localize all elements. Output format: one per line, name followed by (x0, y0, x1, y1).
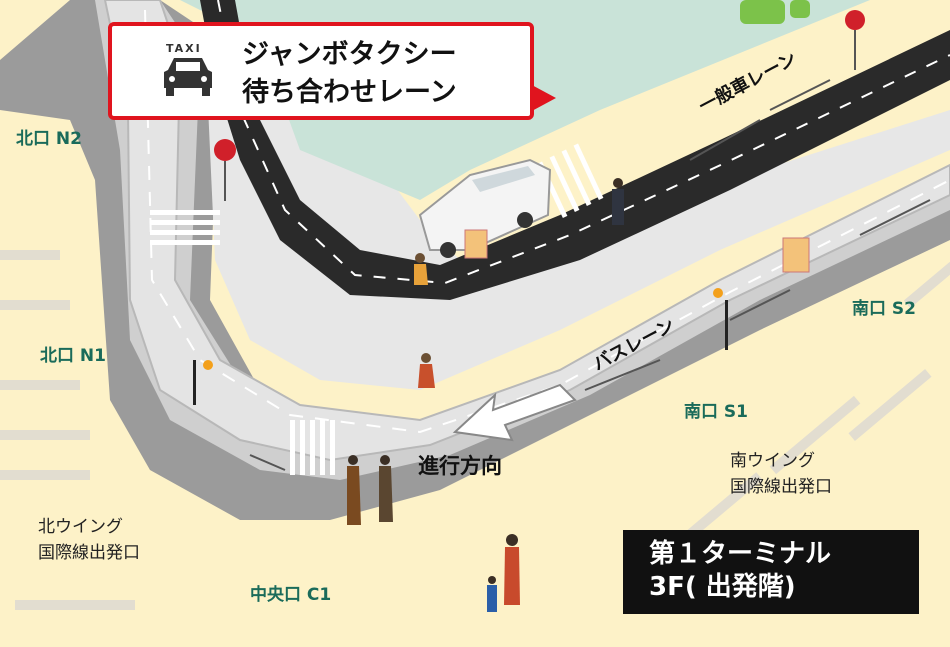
callout-title-line1: ジャンボタクシー (242, 39, 457, 70)
general-road-dashes (217, 0, 950, 285)
callout-pointer (530, 84, 556, 112)
terminal-floor: 3F( 出発階) (649, 572, 796, 602)
north-wing-label: 北ウイング 国際線出発口 (38, 514, 140, 566)
general-road (200, 0, 950, 300)
taxi-lane-callout: TAXI ジャンボタクシー 待ち合わせレーン (108, 22, 534, 120)
terminal-floor-box: 第１ターミナル 3F( 出発階) (623, 530, 919, 614)
south-wing-line1: 南ウイング (730, 451, 815, 471)
building-stripes (0, 250, 950, 610)
exit-label-s2: 南口 S2 (852, 299, 916, 319)
fences (249, 79, 931, 471)
callout-title-line2: 待ち合わせレーン (242, 77, 457, 108)
direction-label: 進行方向 (418, 454, 502, 478)
trees (740, 0, 810, 24)
south-wing-line2: 国際線出発口 (730, 477, 832, 497)
plaza (205, 40, 950, 390)
north-wing-line2: 国際線出発口 (38, 543, 140, 563)
exit-label-s1: 南口 S1 (684, 402, 748, 422)
terminal-name: 第１ターミナル (649, 539, 832, 569)
bus-stop-boards (464, 229, 810, 273)
exit-label-c1: 中央口 C1 (250, 585, 332, 605)
exit-label-n2: 北口 N2 (16, 129, 82, 149)
crosswalk-north (150, 210, 220, 245)
crosswalk-south (290, 420, 335, 475)
direction-arrow (452, 383, 577, 442)
exit-label-n1: 北口 N1 (40, 346, 106, 366)
stop-signs (214, 10, 865, 201)
taxi-icon: TAXI (158, 40, 218, 102)
lamp-posts (193, 288, 728, 405)
taxi-word: TAXI (166, 42, 202, 55)
taxi-van (418, 158, 552, 258)
bus-lane (103, 0, 950, 462)
north-wing-line1: 北ウイング (38, 517, 123, 537)
people (347, 178, 624, 612)
south-wing-label: 南ウイング 国際線出発口 (730, 448, 832, 500)
